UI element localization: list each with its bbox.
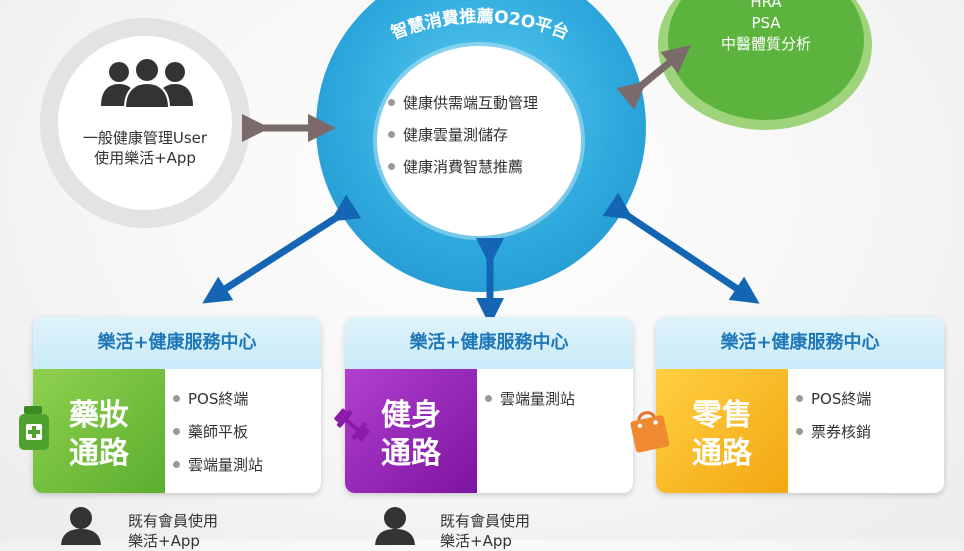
card-header: 樂活+健康服務中心 bbox=[345, 317, 633, 369]
member-avatar-icon bbox=[61, 507, 101, 545]
list-item: 票券核銷 bbox=[796, 416, 871, 449]
card-tile: 零售通路 bbox=[656, 369, 788, 493]
member-avatar-icon bbox=[375, 507, 415, 545]
partner-item: 中醫體質分析 bbox=[720, 35, 811, 53]
platform-item: 健康雲量測儲存 bbox=[388, 124, 508, 145]
users-group-icon bbox=[101, 58, 193, 108]
service-card-drugstore: 樂活+健康服務中心 藥妝通路 POS終端 藥師平板 雲端量測站 bbox=[33, 317, 321, 493]
platform-title-arc: 智慧消費推薦O2O平台 bbox=[388, 6, 571, 44]
list-item: 雲端量測站 bbox=[173, 449, 263, 482]
platform-item: 健康供需端互動管理 bbox=[388, 92, 538, 113]
arrow-platform-partner bbox=[616, 45, 691, 110]
card-tile: 藥妝通路 bbox=[33, 369, 165, 493]
medicine-bottle-icon bbox=[19, 406, 49, 450]
service-card-fitness: 樂活+健康服務中心 健身通路 雲端量測站 bbox=[345, 317, 633, 493]
tile-label: 健身通路 bbox=[381, 398, 441, 471]
card-header: 樂活+健康服務中心 bbox=[656, 317, 944, 369]
service-card-retail: 樂活+健康服務中心 零售通路 POS終端 票券核銷 bbox=[656, 317, 944, 493]
dumbbell-icon bbox=[334, 408, 370, 442]
tile-label: 藥妝通路 bbox=[69, 398, 129, 471]
shopping-bag-icon bbox=[630, 411, 670, 453]
user-label-line1: 一般健康管理User bbox=[82, 129, 208, 147]
arrow-platform-card1 bbox=[202, 194, 362, 304]
list-item: 雲端量測站 bbox=[485, 383, 575, 416]
platform-inner bbox=[377, 46, 581, 236]
partner-item: HRA bbox=[750, 0, 782, 11]
card-items: 雲端量測站 bbox=[485, 383, 575, 416]
member-label: 既有會員使用樂活+App bbox=[440, 512, 531, 550]
list-item: 藥師平板 bbox=[173, 416, 263, 449]
list-item: POS終端 bbox=[796, 383, 871, 416]
platform-item: 健康消費智慧推薦 bbox=[388, 156, 523, 177]
card-items: POS終端 藥師平板 雲端量測站 bbox=[173, 383, 263, 482]
member-label: 既有會員使用樂活+App bbox=[128, 512, 219, 550]
card-items: POS終端 票券核銷 bbox=[796, 383, 871, 449]
tile-label: 零售通路 bbox=[692, 398, 752, 471]
user-label-line2: 使用樂活+App bbox=[94, 149, 196, 167]
card-header: 樂活+健康服務中心 bbox=[33, 317, 321, 369]
arrow-platform-card3 bbox=[602, 192, 760, 304]
partner-item: PSA bbox=[751, 14, 781, 32]
user-label: 一般健康管理User 使用樂活+App bbox=[58, 128, 232, 168]
list-item: POS終端 bbox=[173, 383, 263, 416]
